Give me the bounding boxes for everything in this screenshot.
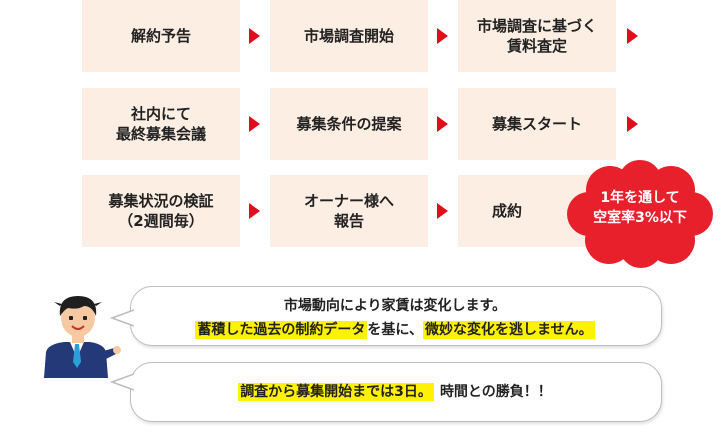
message-line-1: 市場動向により家賃は変化します。 xyxy=(130,295,660,315)
message-line-3: 調査から募集開始までは3日。時間との勝負！！ xyxy=(130,381,660,401)
step-market-survey-start: 市場調査開始 xyxy=(270,0,428,72)
highlight-text: 調査から募集開始までは3日。 xyxy=(238,383,434,401)
message-text: 時間との勝負！！ xyxy=(439,384,552,400)
arrow-right-icon xyxy=(437,116,448,132)
businessman-icon xyxy=(44,296,121,378)
message-text: を基に、 xyxy=(367,322,423,338)
bubble-tail-icon xyxy=(110,373,134,391)
highlight-text: 微妙な変化を逃しません。 xyxy=(423,321,595,339)
message-text: 市場動向により家賃は変化します。 xyxy=(283,298,507,314)
step-status-review: 募集状況の検証 （2週間毎） xyxy=(82,175,240,247)
step-owner-report: オーナー様へ 報告 xyxy=(270,175,428,247)
arrow-right-icon xyxy=(437,203,448,219)
step-rent-assessment: 市場調査に基づく 賃料査定 xyxy=(458,0,616,72)
arrow-right-icon xyxy=(627,116,638,132)
highlight-text: 蓄積した過去の制約データ xyxy=(195,321,368,339)
step-proposal: 募集条件の提案 xyxy=(270,88,428,160)
message-line-2: 蓄積した過去の制約データを基に、微妙な変化を逃しません。 xyxy=(130,319,660,339)
arrow-right-icon xyxy=(249,28,260,44)
step-cancellation-notice: 解約予告 xyxy=(82,0,240,72)
badge-vacancy-rate: 1年を通して 空室率3%以下 xyxy=(593,190,687,226)
arrow-right-icon xyxy=(437,28,448,44)
cloud-badge-icon xyxy=(567,160,713,268)
arrow-right-icon xyxy=(249,203,260,219)
bubble-tail-icon xyxy=(110,309,134,327)
step-final-meeting: 社内にて 最終募集会議 xyxy=(82,88,240,160)
arrow-right-icon xyxy=(627,28,638,44)
step-recruitment-start: 募集スタート xyxy=(458,88,616,160)
arrow-right-icon xyxy=(249,116,260,132)
